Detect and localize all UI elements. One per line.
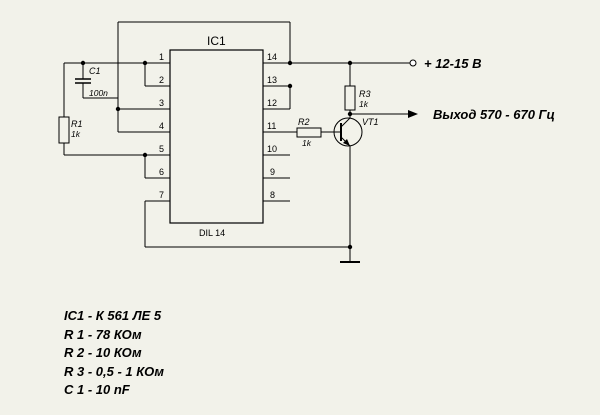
- r1-label: R1: [71, 119, 83, 129]
- legend-line: С 1 - 10 nF: [64, 382, 130, 398]
- resistor-r1: [58, 116, 70, 144]
- c1-value: 100n: [89, 88, 108, 98]
- pin-number: 9: [270, 167, 275, 177]
- pin-number: 3: [159, 98, 164, 108]
- ic-body: [169, 49, 264, 224]
- ground-symbol: [340, 247, 360, 263]
- vt1-label: VT1: [362, 117, 379, 127]
- pin-number: 10: [267, 144, 277, 154]
- r2-label: R2: [298, 117, 310, 127]
- output-label: Выход 570 - 670 Гц: [433, 107, 555, 122]
- supply-terminal: [409, 59, 417, 67]
- transistor-vt1: [333, 114, 363, 247]
- legend-line: R 2 - 10 КОм: [64, 345, 142, 361]
- pin-number: 1: [159, 52, 164, 62]
- r1-value: 1k: [71, 129, 81, 139]
- junction-dots: [80, 60, 353, 250]
- r2-value: 1k: [302, 138, 312, 148]
- pin-number: 13: [267, 75, 277, 85]
- pin-number: 11: [267, 121, 276, 131]
- ic-package-label: DIL 14: [199, 228, 225, 238]
- legend-line: IC1 - К 561 ЛЕ 5: [64, 308, 162, 323]
- c1-label: C1: [89, 66, 101, 76]
- pin-number: 12: [267, 98, 277, 108]
- pin-number: 4: [159, 121, 164, 131]
- right-pin-leads: [263, 62, 290, 202]
- left-wiring: [63, 21, 350, 248]
- r3-value: 1k: [359, 99, 369, 109]
- left-pin-leads: [145, 62, 170, 202]
- pin-number: 5: [159, 144, 164, 154]
- pin-number: 14: [267, 52, 277, 62]
- supply-label: + 12-15 В: [424, 56, 481, 71]
- pin-number: 2: [159, 75, 164, 85]
- ic-title: IC1: [207, 34, 226, 48]
- pin-number: 6: [159, 167, 164, 177]
- component-legend: IC1 - К 561 ЛЕ 5 R 1 - 78 КОм R 2 - 10 К…: [64, 307, 164, 400]
- r3-label: R3: [359, 89, 371, 99]
- r2-branch: [290, 127, 335, 138]
- pin-number: 8: [270, 190, 275, 200]
- capacitor-c1: [75, 63, 118, 99]
- legend-line: R 1 - 78 КОм: [64, 326, 142, 342]
- legend-line: R 3 - 0,5 - 1 КОм: [64, 363, 164, 379]
- r3-branch: [344, 63, 418, 118]
- pin-number: 7: [159, 190, 164, 200]
